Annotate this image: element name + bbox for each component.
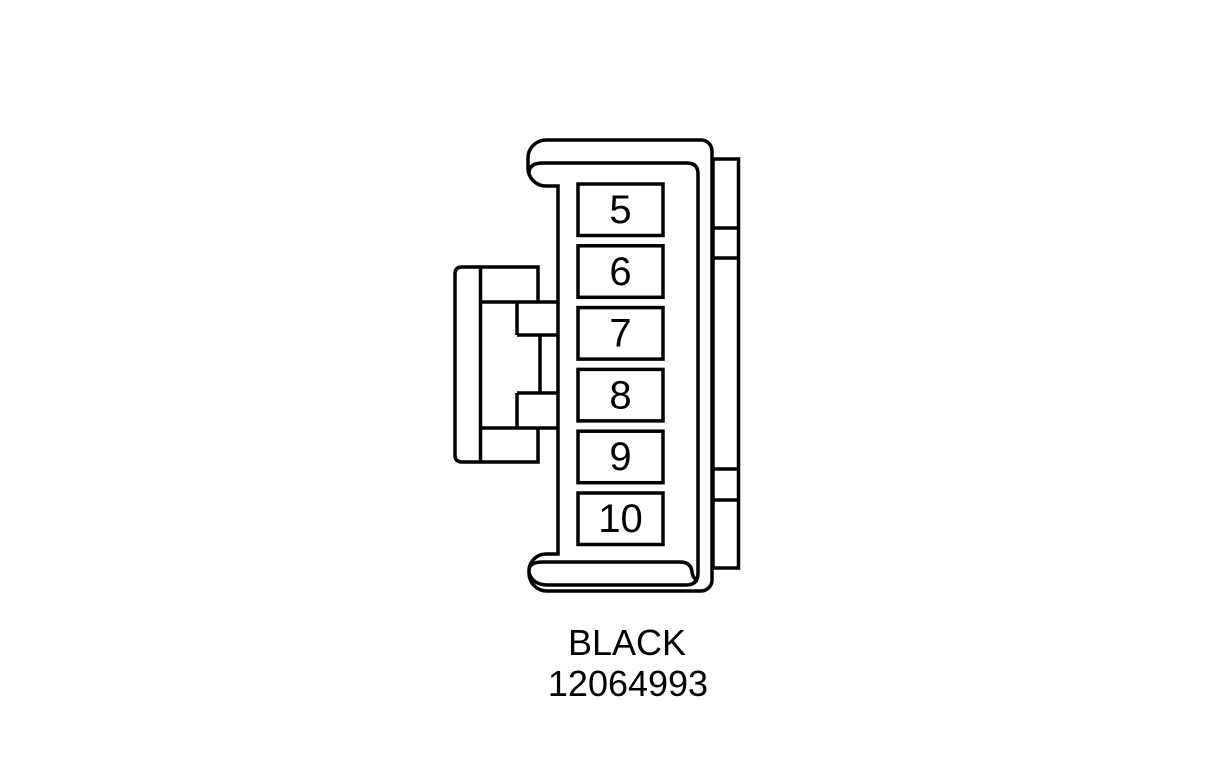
lock-tab-column xyxy=(711,157,741,570)
pin-cavity-box xyxy=(576,491,665,547)
pin-cavity-9: 9 xyxy=(576,429,665,485)
connector-front-face-outline xyxy=(527,161,700,587)
pin-number: 8 xyxy=(609,373,631,417)
pin-cavity-8: 8 xyxy=(576,367,665,423)
pin-cavity-5: 5 xyxy=(576,182,665,238)
caption: BLACK 12064993 xyxy=(548,622,708,704)
bracket-bottom-arm xyxy=(453,428,540,464)
pin-cavity-box xyxy=(576,305,665,361)
pin-cavity-box xyxy=(576,429,665,485)
pin-cavity-7: 7 xyxy=(576,305,665,361)
side-lock-tabs xyxy=(711,157,741,570)
mounting-bracket xyxy=(453,265,558,464)
bracket-lower-notch xyxy=(515,391,558,428)
bracket-upper-notch xyxy=(515,302,558,337)
bracket-top-arm xyxy=(453,265,540,302)
pin-cavity-box xyxy=(576,182,665,238)
pin-number: 7 xyxy=(609,312,631,356)
pin-number: 6 xyxy=(609,250,631,294)
pin-cavity-6: 6 xyxy=(576,244,665,300)
connector-outer-outline xyxy=(526,138,714,593)
pin-number: 10 xyxy=(598,497,643,541)
pin-cavity-10: 10 xyxy=(576,491,665,547)
pin-cavity-box xyxy=(576,367,665,423)
connector-body xyxy=(526,138,714,593)
connector-color-label: BLACK xyxy=(568,622,686,663)
pin-cavities: 5 6 7 8 9 10 xyxy=(576,182,665,547)
pin-number: 5 xyxy=(609,188,631,232)
bottom-flange-edge xyxy=(527,560,699,582)
connector-part-number: 12064993 xyxy=(548,663,708,704)
pin-number: 9 xyxy=(609,435,631,479)
pin-cavity-box xyxy=(576,244,665,300)
